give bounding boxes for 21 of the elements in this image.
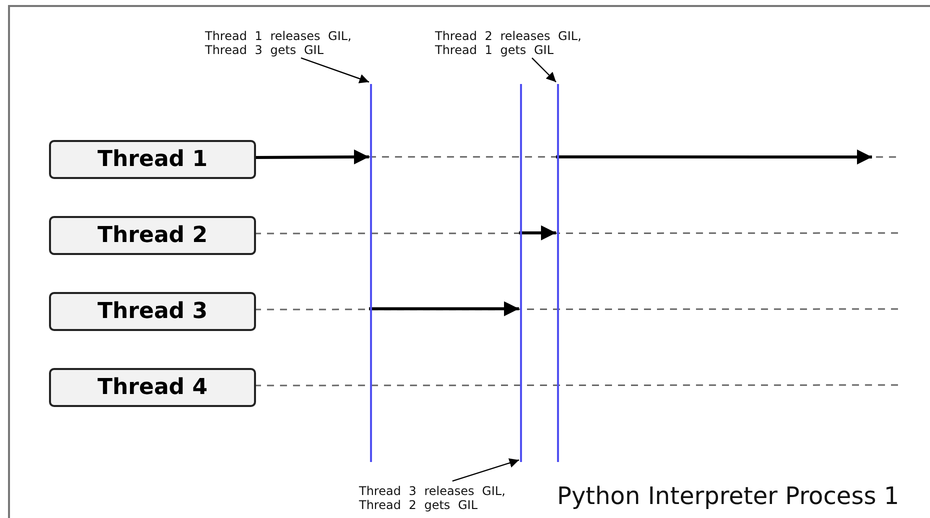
timeline-marker	[520, 84, 522, 462]
running-arrow	[519, 225, 556, 240]
thread-box: Thread 4	[49, 368, 256, 407]
annotation-text: Thread 2 releases GIL, Thread 1 gets GIL	[435, 29, 615, 59]
running-arrow	[369, 301, 519, 316]
frame-title: Python Interpreter Process 1	[557, 482, 900, 510]
leader-line	[532, 57, 556, 82]
thread-box: Thread 3	[49, 292, 256, 331]
annotation-text: Thread 1 releases GIL, Thread 3 gets GIL	[205, 29, 380, 59]
annotation-text: Thread 3 releases GIL, Thread 2 gets GIL	[359, 484, 539, 514]
running-arrow	[556, 150, 872, 164]
running-arrow	[254, 149, 370, 164]
process-frame	[8, 5, 930, 518]
leader-line	[300, 57, 370, 84]
timeline-marker	[557, 84, 559, 462]
thread-box: Thread 2	[49, 216, 256, 255]
leader-line	[452, 458, 520, 482]
timeline-line	[254, 232, 900, 234]
timeline-marker	[370, 84, 372, 462]
thread-box: Thread 1	[49, 140, 256, 179]
timeline-line	[254, 384, 900, 386]
